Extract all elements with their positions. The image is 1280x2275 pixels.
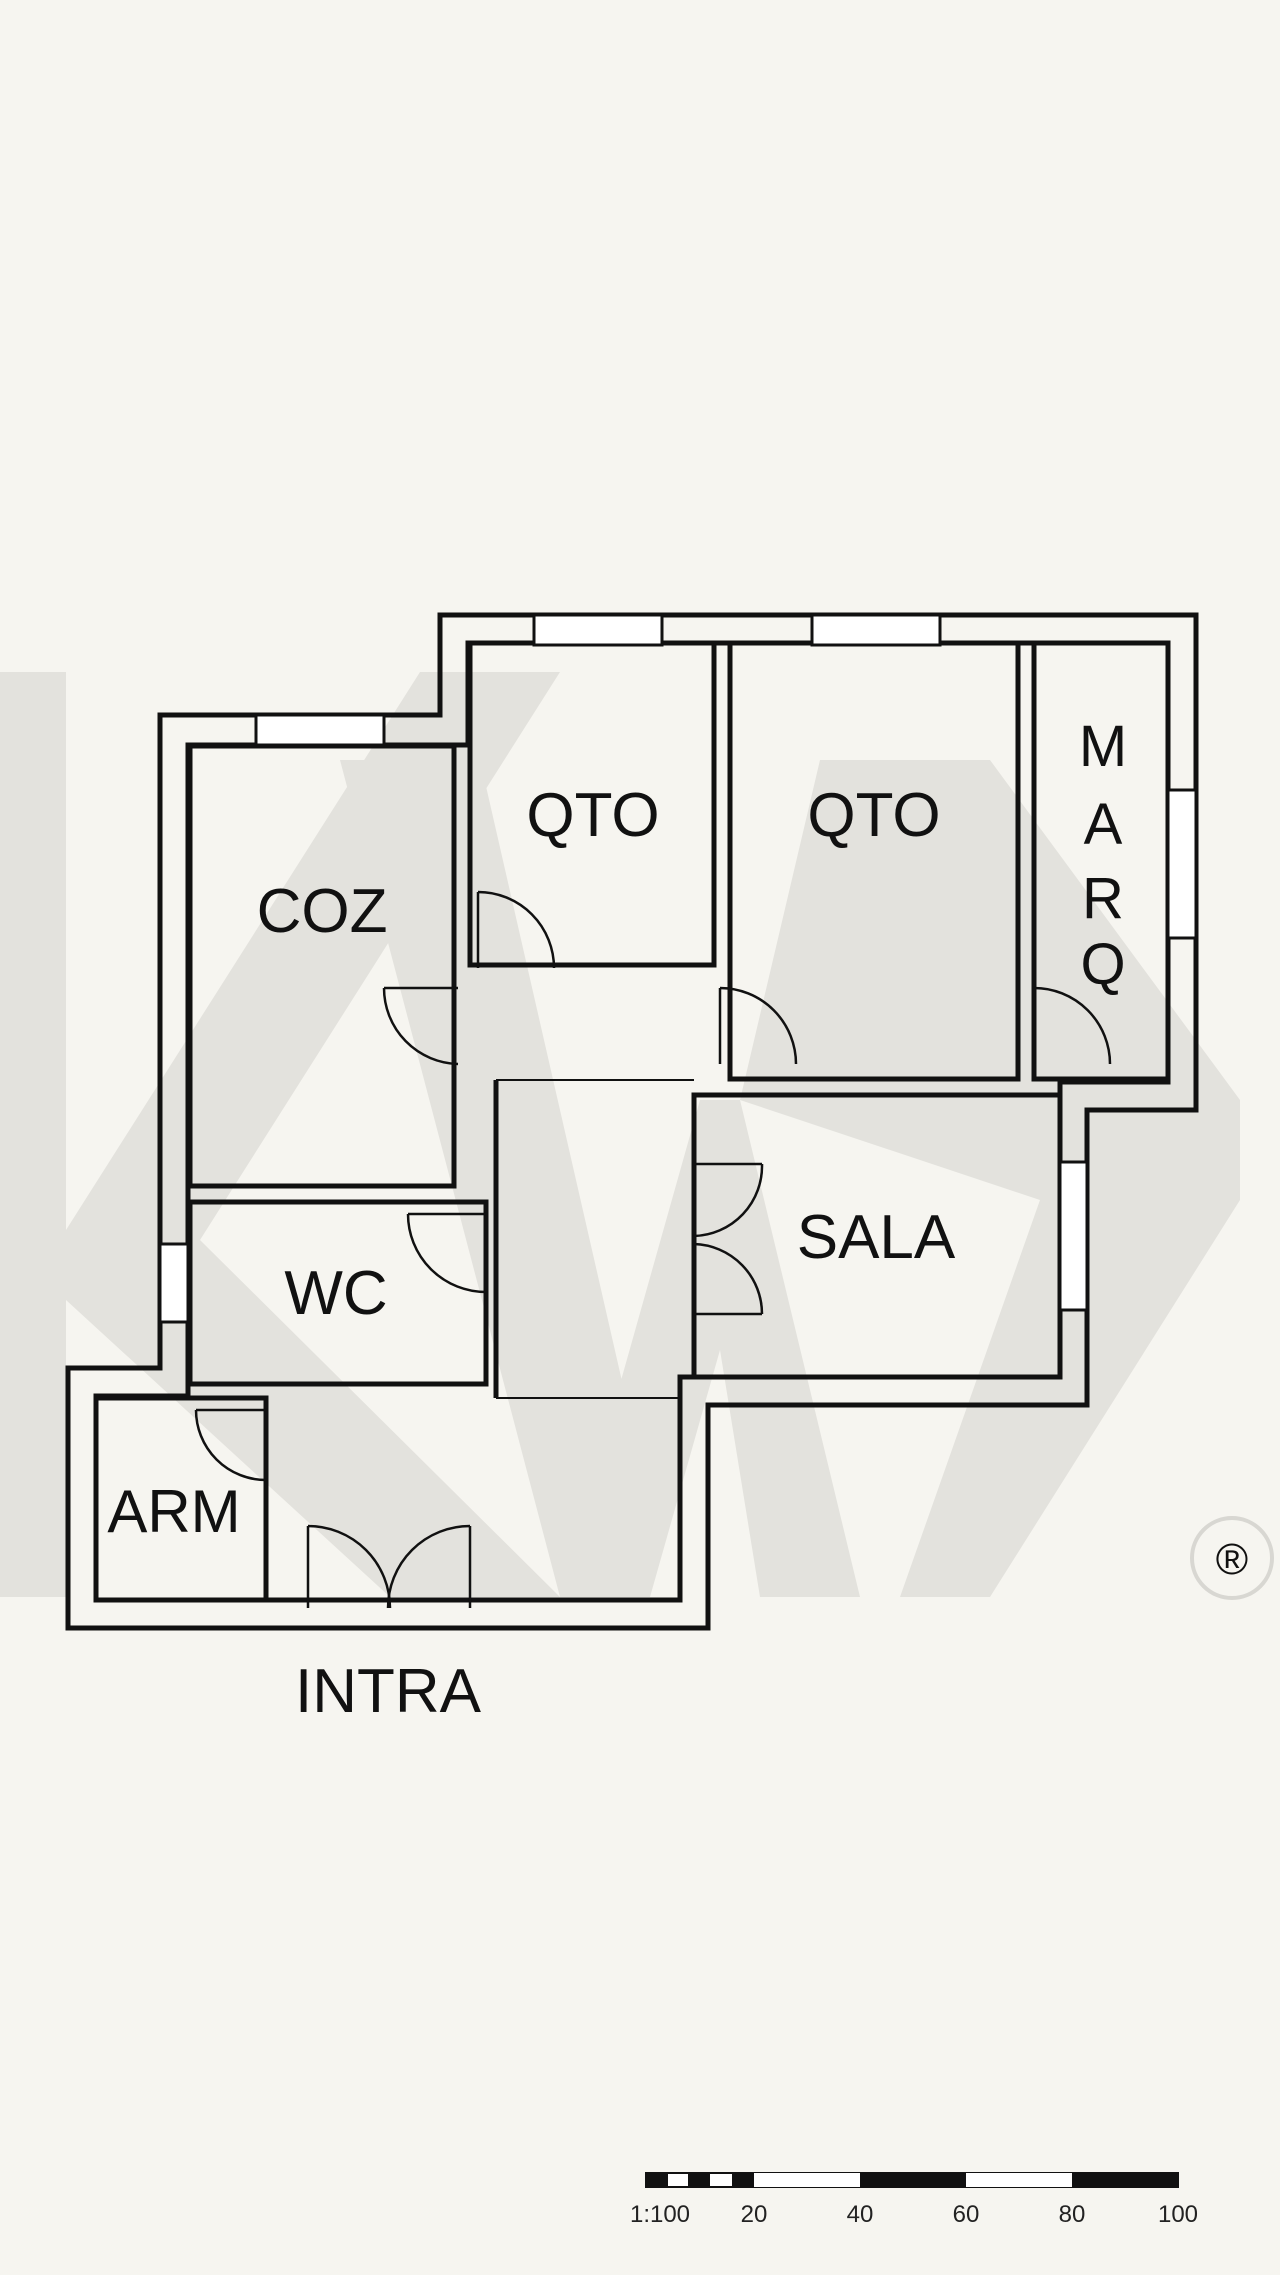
room-label-arm: ARM [107,1478,240,1545]
room-label-marq-3: R [1082,866,1124,931]
room-label-intra: INTRA [295,1657,482,1726]
room-label-wc: WC [284,1259,387,1328]
scale-tick-80: 80 [1059,2201,1086,2228]
room-label-qto-2: QTO [807,781,940,850]
room-label-marq-2: A [1084,792,1123,857]
scale-tick-60: 60 [953,2201,980,2228]
scale-bar: 1:100 20 40 60 80 100 [630,2172,1198,2228]
room-label-sala: SALA [797,1203,956,1272]
room-label-qto-1: QTO [526,781,659,850]
scale-tick-20: 20 [741,2201,768,2228]
registered-mark: ® [1190,1516,1274,1600]
windows [158,613,1198,1324]
room-label-marq-1: M [1079,714,1127,779]
registered-text: ® [1216,1535,1248,1584]
scale-ratio: 1:100 [630,2201,690,2228]
room-label-coz: COZ [257,877,388,946]
scale-tick-100: 100 [1158,2201,1198,2228]
scale-tick-40: 40 [847,2201,874,2228]
room-label-marq-4: Q [1080,932,1125,997]
doors [194,890,1112,1609]
